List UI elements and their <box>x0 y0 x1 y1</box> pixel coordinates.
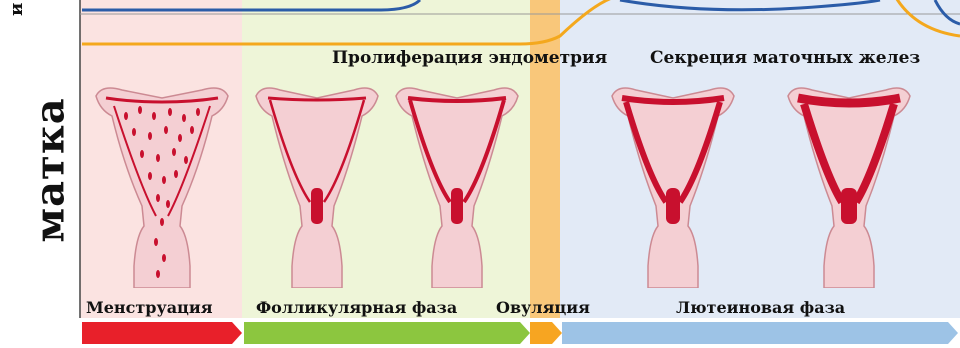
arrow-luteal <box>562 322 958 344</box>
corner-label: и <box>6 3 27 16</box>
uterus-follicular-early <box>252 76 382 288</box>
uterus-luteal-late <box>784 76 914 288</box>
phase-label-ovulation: Овуляция <box>496 298 590 317</box>
arrow-ovulation <box>530 322 562 344</box>
phase-label-luteal: Лютеиновая фаза <box>676 298 845 317</box>
uterus-luteal-early <box>608 76 738 288</box>
uterus-menstruation <box>92 76 232 288</box>
phase-label-menstruation: Менструация <box>86 298 213 317</box>
arrow-follicular <box>244 322 530 344</box>
secretion-title: Секреция маточных желез <box>650 48 920 68</box>
proliferation-title: Пролиферация эндометрия <box>332 48 607 68</box>
uterus-side-label: матка <box>27 97 74 242</box>
phase-label-follicular: Фолликулярная фаза <box>256 298 457 317</box>
arrow-menstruation <box>82 322 242 344</box>
uterus-follicular-late <box>392 76 522 288</box>
